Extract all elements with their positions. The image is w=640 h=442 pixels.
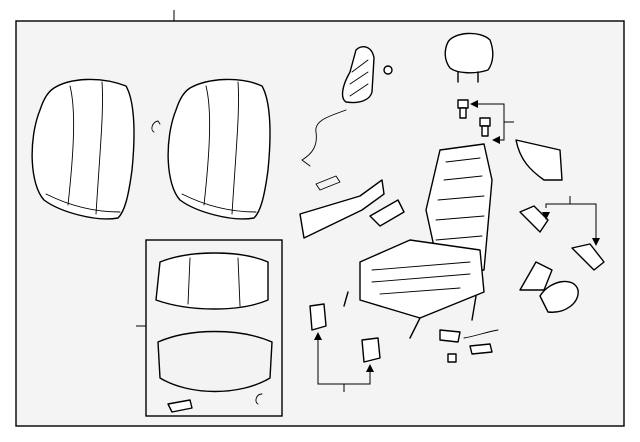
headrest-guides — [457, 99, 514, 144]
clip-c-2 — [255, 393, 263, 405]
side-shield — [299, 175, 405, 239]
seatback-cover-left — [31, 78, 135, 220]
seatback-cover-right — [167, 78, 271, 220]
wire-harness — [439, 329, 499, 363]
cushion-pad — [157, 330, 273, 393]
trim-panel — [515, 139, 563, 181]
cushion-cover — [155, 252, 269, 310]
side-airbag-module — [301, 46, 393, 167]
seat-frame — [343, 143, 493, 339]
cushion-hook — [167, 399, 193, 413]
clip-c-1 — [151, 120, 161, 133]
slide-covers — [309, 303, 381, 392]
recliner-cover — [519, 196, 605, 313]
headrest — [444, 32, 494, 83]
